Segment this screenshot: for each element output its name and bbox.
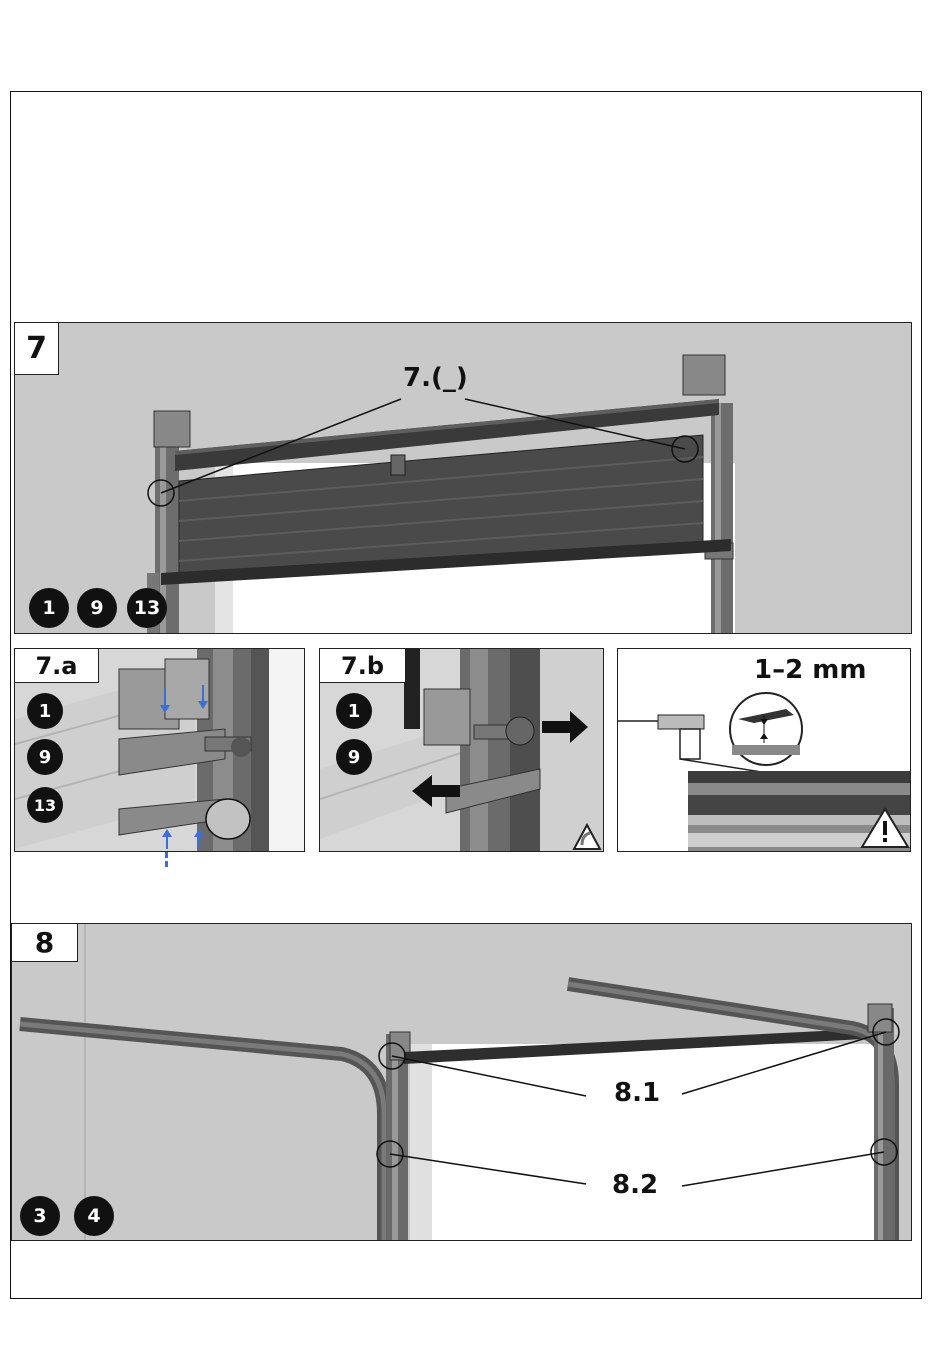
step7-tool-3: 13 <box>127 588 167 628</box>
step8-tool-2: 4 <box>74 1196 114 1236</box>
step7-callout: 7.(_) <box>403 363 468 393</box>
step7b-number: 7.b <box>320 649 406 683</box>
step7-panel: 7 7.(_) 1 9 13 <box>14 322 912 634</box>
step7-tool-1: 1 <box>29 588 69 628</box>
step8-number: 8 <box>12 924 78 962</box>
step7a-tool-3: 13 <box>27 787 63 823</box>
step7a-tool-1: 1 <box>27 693 63 729</box>
step7a-tool-2: 9 <box>27 739 63 775</box>
step7b-panel: 7.b 1 9 <box>319 648 604 852</box>
step8-callout-2: 8.2 <box>612 1170 658 1200</box>
step7a-arrow-below <box>165 852 168 870</box>
step7b-tool-2: 9 <box>336 739 372 775</box>
step8-callout-1: 8.1 <box>614 1078 660 1108</box>
step7b-tool-1: 1 <box>336 693 372 729</box>
step7a-number: 7.a <box>15 649 99 683</box>
step8-tool-1: 3 <box>20 1196 60 1236</box>
gap-detail-panel: 1–2 mm <box>617 648 911 852</box>
step7-number: 7 <box>15 323 59 375</box>
gap-measure: 1–2 mm <box>754 655 866 685</box>
step8-illustration <box>12 924 912 1241</box>
step7-tool-2: 9 <box>77 588 117 628</box>
step8-panel: 8 8.1 8.2 3 4 <box>11 923 912 1241</box>
step7a-panel: 7.a 1 9 13 <box>14 648 305 852</box>
